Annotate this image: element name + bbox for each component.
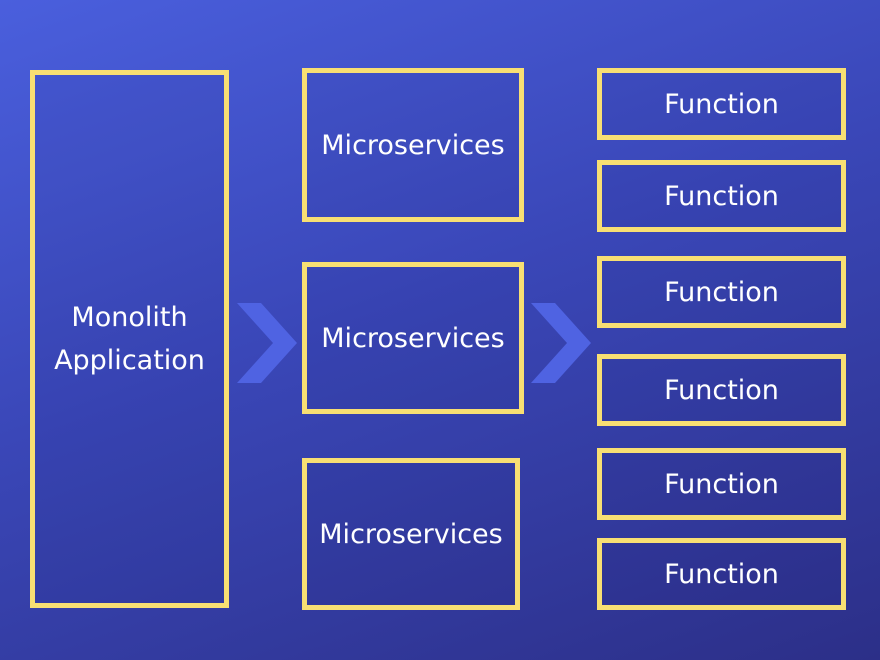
monolith-application-box: Monolith Application [30, 70, 229, 608]
function-box-1: Function [597, 68, 846, 140]
monolith-label-line2: Application [54, 345, 205, 376]
monolith-label: Monolith Application [54, 296, 205, 382]
microservices-label: Microservices [321, 129, 505, 161]
microservices-box-2: Microservices [302, 262, 524, 414]
microservices-label: Microservices [319, 518, 503, 550]
microservices-label: Microservices [321, 322, 505, 354]
function-box-4: Function [597, 354, 846, 426]
function-box-3: Function [597, 256, 846, 328]
chevron-right-icon [237, 303, 297, 383]
function-label: Function [664, 558, 779, 590]
function-label: Function [664, 374, 779, 406]
function-label: Function [664, 468, 779, 500]
function-label: Function [664, 180, 779, 212]
function-box-6: Function [597, 538, 846, 610]
function-box-5: Function [597, 448, 846, 520]
chevron-right-icon [531, 303, 591, 383]
microservices-box-1: Microservices [302, 68, 524, 222]
function-label: Function [664, 88, 779, 120]
microservices-box-3: Microservices [302, 458, 520, 610]
monolith-label-line1: Monolith [71, 301, 188, 333]
function-label: Function [664, 276, 779, 308]
function-box-2: Function [597, 160, 846, 232]
